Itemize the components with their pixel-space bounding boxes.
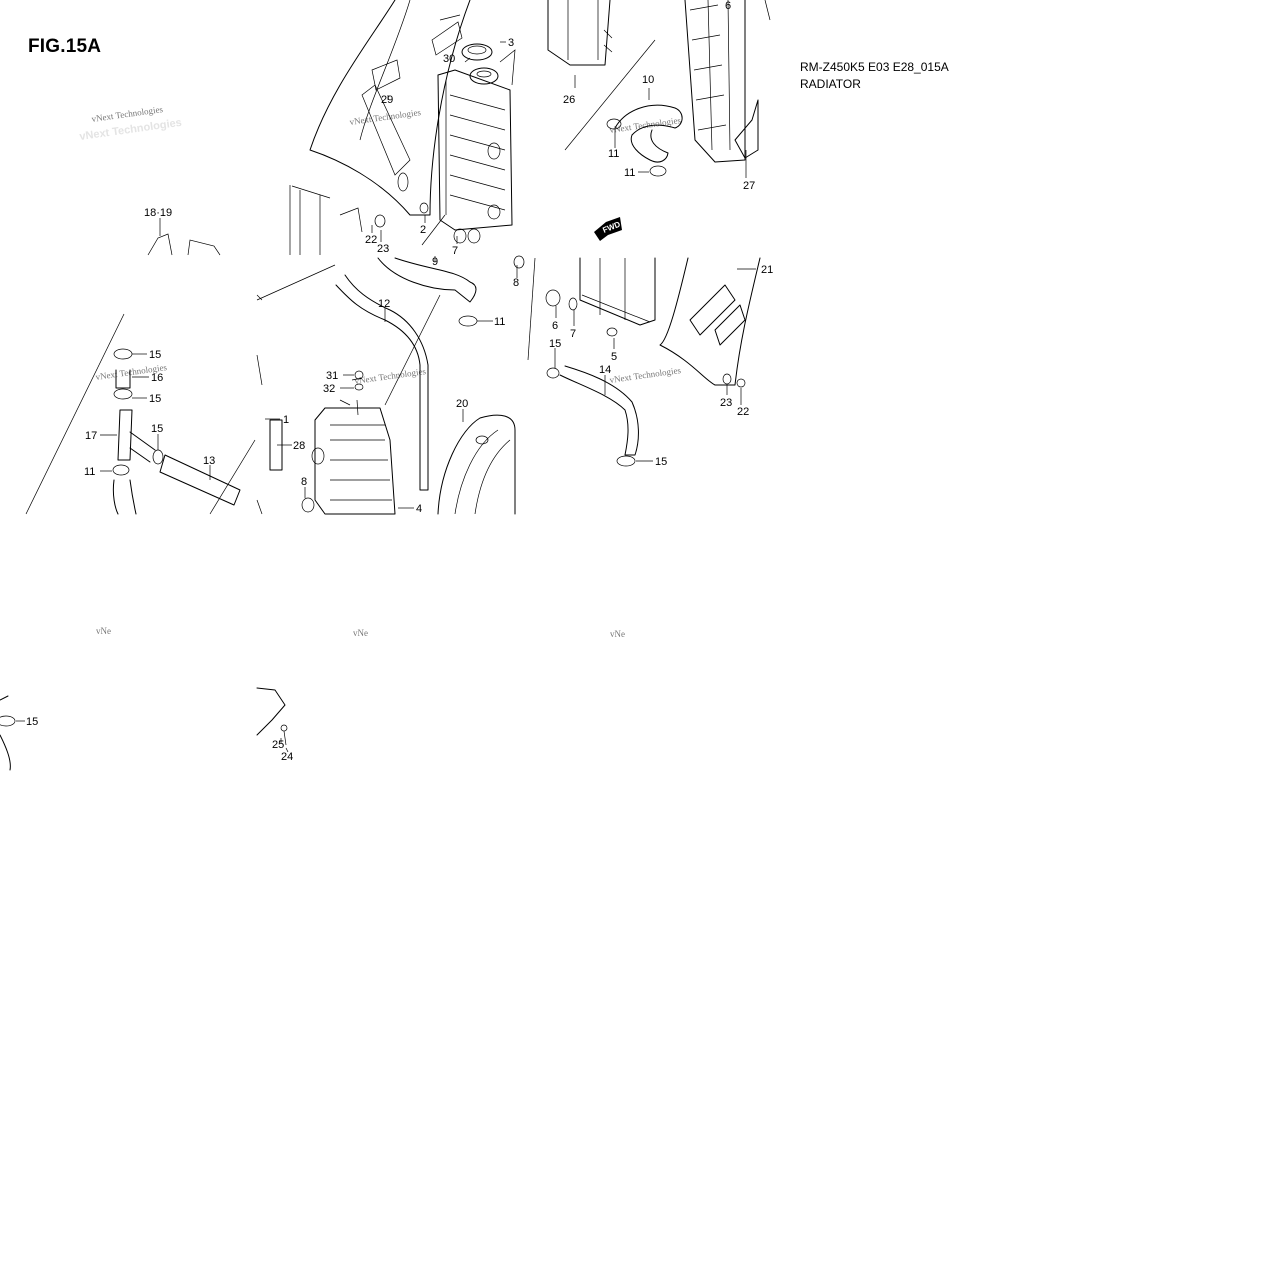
radiator-shroud-21: [659, 257, 761, 386]
part-label-15: 15: [26, 716, 38, 728]
part-label-10: 10: [642, 74, 654, 86]
part-label-6: 6: [725, 0, 731, 12]
radiator-hose-10: [606, 104, 683, 177]
bracket-bottom: [256, 687, 288, 746]
part-label-23: 23: [377, 243, 389, 255]
part-label-29: 29: [381, 94, 393, 106]
radiator-guard-26: [547, 0, 613, 66]
part-label-9: 9: [432, 256, 438, 268]
part-label-15: 15: [149, 393, 161, 405]
part-label-15: 15: [549, 338, 561, 350]
watermark-group: vNext Technologies vNext Technologies vN…: [79, 104, 682, 639]
part-label-28: 28: [293, 440, 305, 452]
part-label-1: 1: [283, 414, 289, 426]
watermark-fragment: vNe: [96, 626, 111, 636]
part-label-26: 26: [563, 94, 575, 106]
radiator-shroud-left: [309, 0, 471, 216]
radiator-cap: [461, 43, 499, 85]
watermark: vNext Technologies: [354, 366, 427, 386]
guide-lines: [25, 39, 656, 515]
shroud-fragments: [147, 185, 363, 515]
part-label-30: 30: [443, 53, 455, 65]
radiator-louver-27: [684, 0, 771, 163]
model-code: RM-Z450K5 E03 E28_015A: [800, 60, 949, 74]
radiator-left-side: [579, 257, 656, 326]
fwd-arrow-icon: FWD: [594, 217, 622, 241]
part-label-2: 2: [420, 224, 426, 236]
part-labels: 3 30 6 29 26 10 11 11 27 18·19 2 22 23 7…: [26, 0, 773, 763]
watermark: vNext Technologies: [609, 365, 682, 385]
tile-masks: [0, 256, 256, 258]
part-label-24: 24: [281, 751, 293, 763]
part-label-22: 22: [737, 406, 749, 418]
part-label-22: 22: [365, 234, 377, 246]
part-label-12: 12: [378, 298, 390, 310]
part-label-11: 11: [494, 316, 505, 328]
leader-lines: [16, 41, 756, 753]
watermark: vNext Technologies: [349, 107, 422, 127]
hose-fragment-bottom-left: [0, 695, 16, 771]
part-label-32: 32: [323, 383, 335, 395]
part-label-11: 11: [84, 466, 95, 478]
part-label-23: 23: [720, 397, 732, 409]
part-label-15: 15: [149, 349, 161, 361]
radiator-hose-14: [546, 365, 639, 467]
radiator-hose-12: [335, 274, 429, 491]
part-label-18-19: 18·19: [144, 207, 172, 219]
watermark-fragment: vNe: [610, 629, 625, 639]
part-label-21: 21: [761, 264, 773, 276]
watermark-fragment: vNe: [353, 628, 368, 638]
part-label-4: 4: [416, 503, 422, 515]
coolant-hoses-lower-left: [112, 348, 241, 515]
hose-clamps: [354, 202, 746, 391]
part-label-20: 20: [456, 398, 468, 410]
part-label-16: 16: [151, 372, 163, 384]
radiator-hose-9: [377, 257, 478, 327]
figure-title: FIG.15A: [28, 36, 102, 57]
part-label-31: 31: [326, 370, 338, 382]
watermark: vNext Technologies: [609, 115, 682, 135]
part-label-15: 15: [151, 423, 163, 435]
part-label-27: 27: [743, 180, 755, 192]
part-label-3: 3: [508, 37, 514, 49]
part-label-11: 11: [608, 148, 619, 160]
part-label-11: 11: [624, 167, 635, 179]
radiator-right: [437, 49, 516, 231]
part-label-13: 13: [203, 455, 215, 467]
radiator-shroud-20: [437, 414, 516, 515]
part-label-17: 17: [85, 430, 97, 442]
part-label-15: 15: [655, 456, 667, 468]
part-label-25: 25: [272, 739, 284, 751]
part-label-14: 14: [599, 364, 611, 376]
part-label-7: 7: [452, 245, 458, 257]
part-label-8: 8: [301, 476, 307, 488]
part-label-8: 8: [513, 277, 519, 289]
part-label-5: 5: [611, 351, 617, 363]
section-name: RADIATOR: [800, 77, 861, 91]
part-label-6: 6: [552, 320, 558, 332]
part-label-7: 7: [570, 328, 576, 340]
radiator-lower-middle: [269, 377, 396, 515]
